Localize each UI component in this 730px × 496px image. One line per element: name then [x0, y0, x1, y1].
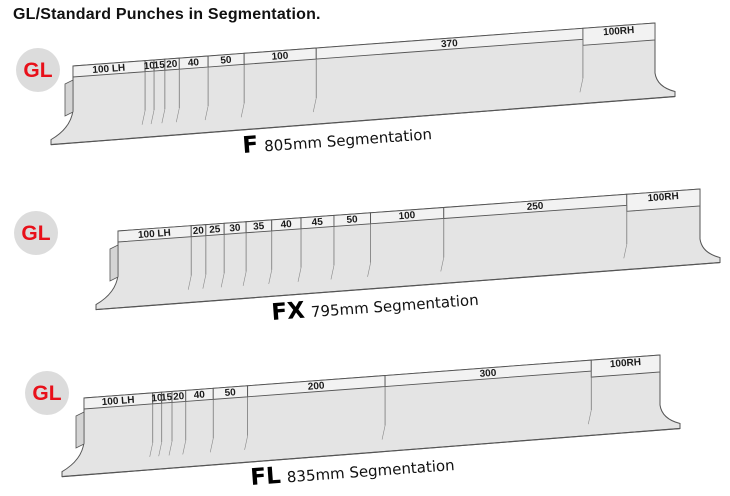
page-title: GL/Standard Punches in Segmentation. — [13, 6, 321, 23]
caption-text: 835mm Segmentation — [286, 456, 455, 486]
segment-label: 200 — [307, 381, 325, 393]
segment-label: 370 — [441, 38, 459, 50]
segment-label: 35 — [253, 221, 265, 233]
segment-label: 30 — [229, 223, 241, 235]
segment-label: 10 — [143, 60, 155, 72]
segment-label: 20 — [166, 59, 178, 71]
gl-badge: GL — [25, 371, 69, 415]
segment-label: 250 — [526, 201, 544, 213]
segment-label: 100RH — [603, 25, 635, 38]
segment-label: 100 LH — [92, 63, 126, 76]
segment-label: 25 — [209, 224, 221, 236]
gl-badge: GL — [14, 211, 58, 255]
segment-label: 100RH — [610, 357, 642, 370]
punch-code: FL — [250, 463, 283, 491]
segment-label: 50 — [224, 387, 236, 399]
segment-label: 300 — [479, 368, 497, 380]
segment-label: 45 — [311, 217, 323, 229]
punch-code: FX — [271, 298, 307, 326]
segment-label: 100 LH — [101, 395, 135, 408]
segment-label: 20 — [192, 225, 204, 237]
gl-badge-label: GL — [21, 222, 50, 245]
gl-badge-label: GL — [23, 59, 52, 82]
segment-label: 15 — [153, 60, 165, 72]
punch-body — [61, 354, 681, 478]
segment-label: 100 — [398, 210, 416, 222]
segment-label: 20 — [173, 391, 185, 403]
segment-label: 100 LH — [138, 228, 172, 241]
segment-label: 10 — [151, 393, 163, 405]
gl-badge: GL — [16, 48, 60, 92]
segment-label: 50 — [220, 55, 232, 67]
gl-badge-label: GL — [32, 382, 61, 405]
punch-code: F — [242, 132, 260, 159]
caption-text: 805mm Segmentation — [264, 125, 433, 155]
segment-label: 100RH — [647, 191, 679, 204]
segment-label: 15 — [161, 392, 173, 404]
segment-label: 40 — [188, 57, 200, 69]
segment-label: 40 — [280, 219, 292, 231]
punch-body — [50, 22, 676, 146]
caption-text: 795mm Segmentation — [310, 291, 479, 321]
segment-label: 40 — [193, 389, 205, 401]
segment-label: 50 — [346, 214, 358, 226]
segment-label: 100 — [271, 51, 289, 63]
